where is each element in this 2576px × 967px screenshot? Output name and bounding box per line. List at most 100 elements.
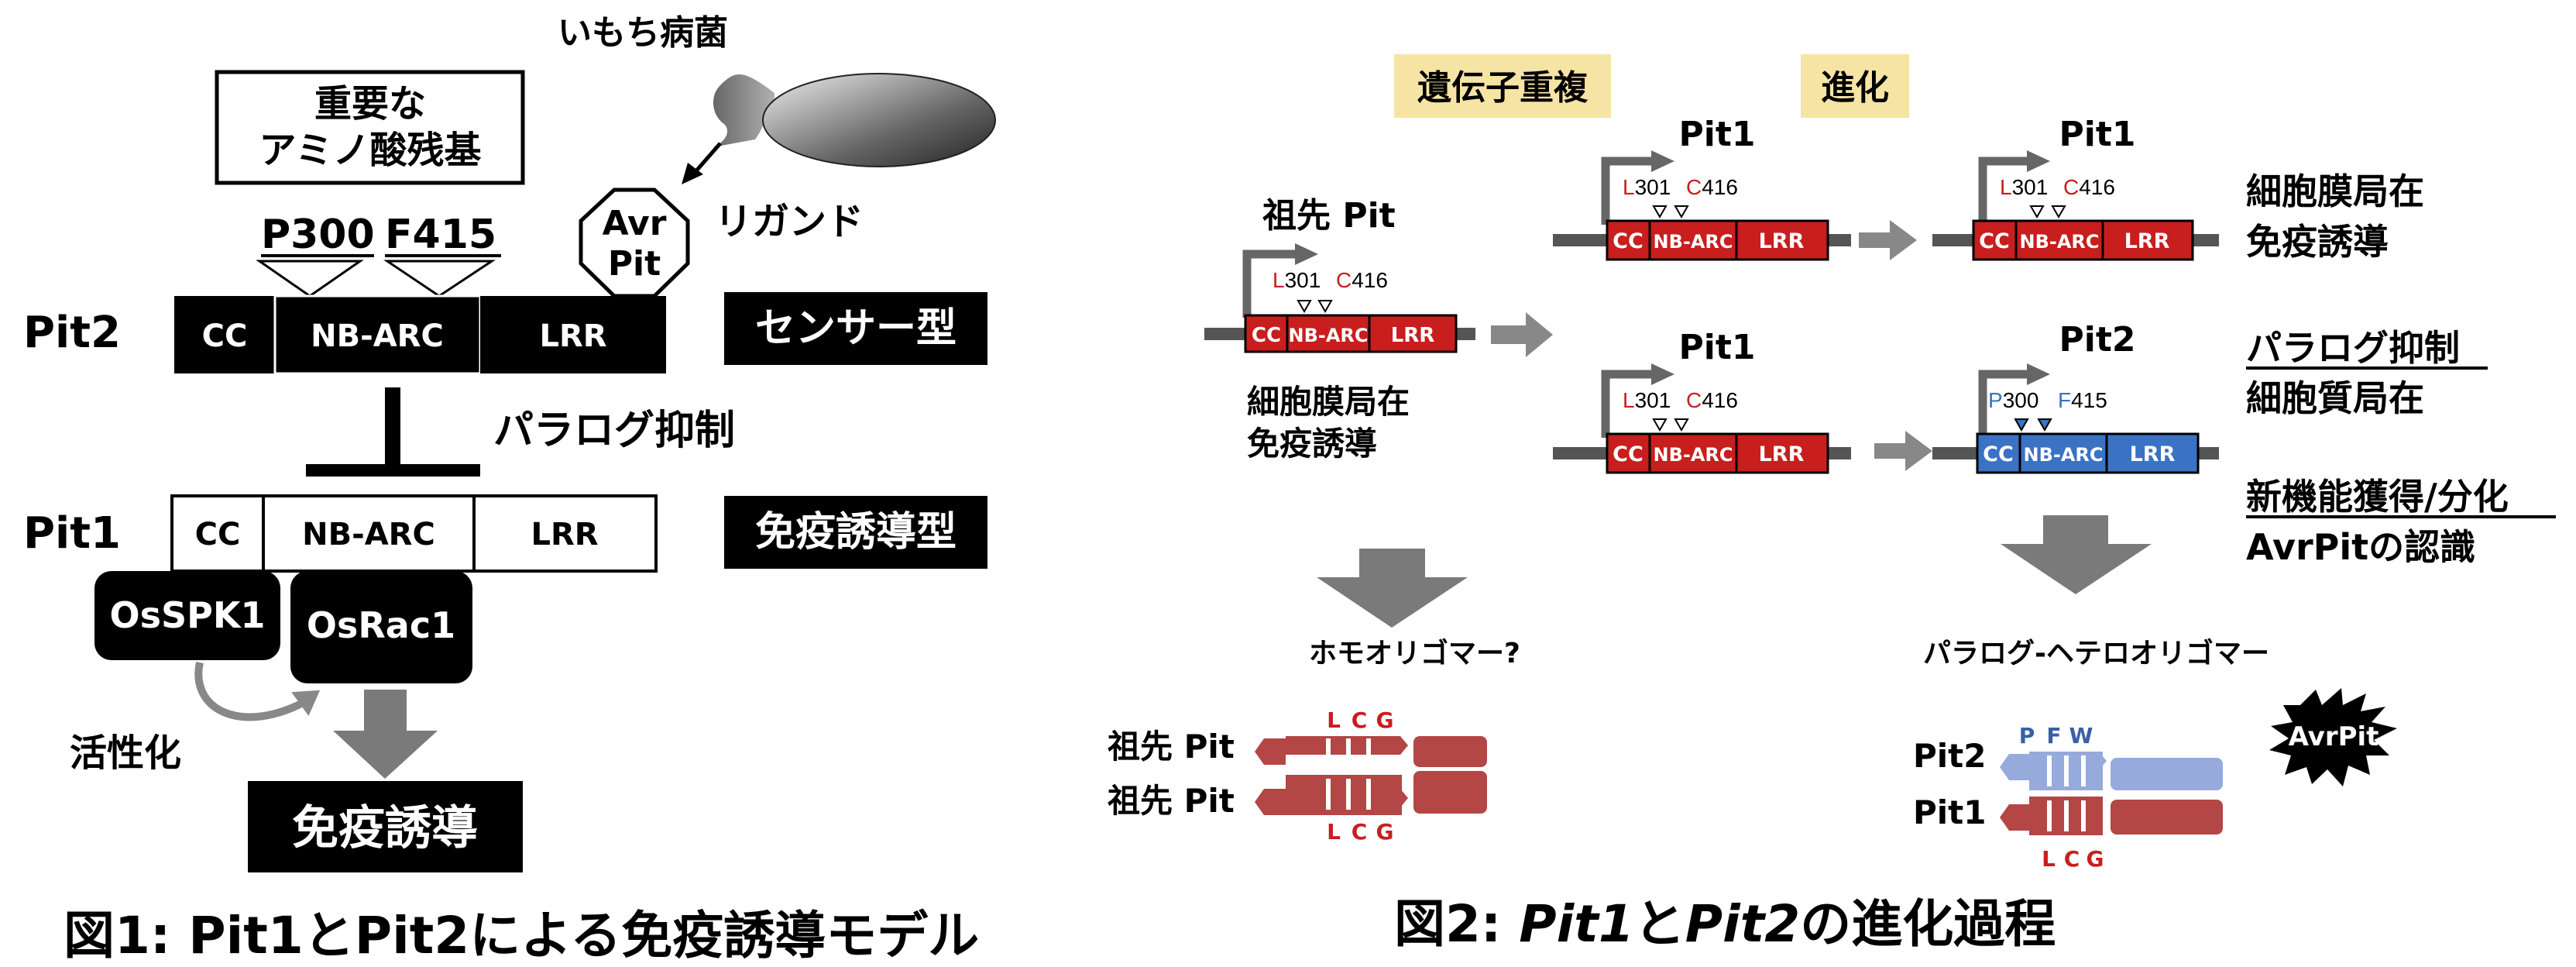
evolution-arrow-bottom-icon	[1874, 431, 1932, 471]
ancestor-residue-l: L301	[1273, 268, 1321, 292]
evo-bottom-lrr-label: LRR	[2130, 442, 2176, 466]
homo-subunit-2	[1255, 771, 1487, 815]
pathogen-arrow	[692, 142, 722, 176]
right-note3-line2: AvrPitの認識	[2246, 526, 2475, 568]
homo-1-stripe-1	[1326, 738, 1331, 765]
evo-top-marker-1-icon	[2029, 205, 2045, 219]
immune-type-label: 免疫誘導型	[755, 509, 957, 556]
ancestor-gene: L301 C416 CC NB-ARC LRR	[1204, 243, 1475, 353]
dup-top-gene: L301 C416 CC NB-ARC LRR	[1553, 150, 1851, 261]
dup-bottom-promoter-arrowhead-icon	[1651, 363, 1674, 385]
figure-2: 遺伝子重複 進化 祖先 Pit L301 C416 CC NB-ARC LRR …	[1108, 54, 2556, 954]
hetero-row2-label: Pit1	[1913, 793, 1986, 831]
stage-evolution-label: 進化	[1821, 68, 1889, 108]
evo-top-nbarc-label: NB-ARC	[2019, 231, 2099, 253]
stage-evolution-box	[1801, 54, 1909, 118]
hetero-pit2-cc	[2000, 754, 2029, 780]
evo-bottom-residue-p: P300	[1988, 388, 2038, 412]
ancestor-marker-1-icon	[1297, 300, 1312, 314]
homo-1-stripe-3	[1366, 738, 1371, 765]
pit1-label: Pit1	[23, 508, 121, 559]
homo-letter-g-bottom: G	[1376, 819, 1394, 845]
hetero-pit1-cc	[2000, 804, 2029, 831]
hetero-subunit-pit1	[2000, 797, 2223, 835]
osspk1-label: OsSPK1	[110, 594, 266, 636]
evo-top-promoter-arrow	[1978, 157, 2033, 225]
pit1-cc-label: CC	[195, 517, 241, 552]
duplication-arrow-icon	[1491, 312, 1553, 357]
evo-bottom-promoter-arrowhead-icon	[2027, 363, 2050, 385]
homo-row1-label: 祖先 Pit	[1108, 728, 1235, 766]
immune-induction-box	[248, 781, 523, 872]
evo-bottom-nbarc-label: NB-ARC	[2023, 444, 2103, 466]
pit1-bar	[170, 494, 658, 573]
activation-label: 活性化	[70, 731, 181, 775]
right-note1-line1: 細胞膜局在	[2246, 170, 2424, 212]
ancestor-lrr-label: LRR	[1391, 324, 1435, 347]
evo-top-pit1-label: Pit1	[2059, 115, 2136, 154]
dup-top-protein	[1606, 219, 1829, 261]
ligand-label: リガンド	[715, 200, 864, 243]
dup-top-nbarc-label: NB-ARC	[1653, 231, 1733, 253]
hetero-pit1-stripe-3	[2081, 800, 2086, 831]
pit2-cc-label: CC	[202, 318, 248, 354]
fig1-caption: 図1: Pit1とPit2による免疫誘導モデル	[64, 906, 979, 965]
evo-bottom-residue-f: F415	[2058, 388, 2107, 412]
dup-top-residue-l: L301	[1623, 175, 1671, 199]
dup-top-lrr-label: LRR	[1759, 229, 1805, 253]
evolution-arrow-top-icon	[1859, 220, 1917, 260]
evo-top-protein	[1972, 219, 2194, 261]
ancestor-note-line2: 免疫誘導	[1247, 425, 1377, 463]
hetero-letter-p: P	[2019, 723, 2035, 748]
important-residues-box	[215, 70, 525, 185]
homo-1-lrr	[1413, 736, 1487, 767]
right-note3-line1: 新機能獲得/分化	[2246, 476, 2509, 518]
evo-top-residue-l: L301	[2000, 175, 2048, 199]
hetero-letter-c: C	[2064, 846, 2080, 872]
homo-2-body	[1286, 775, 1402, 815]
ancestor-promoter-arrowhead-icon	[1295, 243, 1318, 265]
dup-bottom-promoter-arrow	[1601, 370, 1657, 438]
pit1-lrr-label: LRR	[531, 517, 598, 552]
osrac1-box	[290, 571, 472, 683]
fig2-caption: 図2: Pit1とPit2の進化過程	[1394, 894, 2056, 954]
activation-arrowhead-icon	[291, 690, 321, 716]
avrpit-line2: Pit	[608, 244, 661, 284]
sensor-type-box	[724, 292, 987, 365]
ancestor-nbarc-label: NB-ARC	[1288, 325, 1368, 346]
ancestor-promoter-arrow	[1242, 249, 1301, 318]
homo-down-arrow-icon	[1317, 549, 1468, 628]
dup-bottom-pit1-label: Pit1	[1679, 328, 1756, 367]
dup-top-cc-label: CC	[1613, 229, 1643, 253]
hetero-pit1-stripe-2	[2064, 800, 2069, 831]
sensor-type-label: センサー型	[755, 305, 957, 352]
stage-duplication-box	[1394, 54, 1611, 118]
ancestor-protein	[1244, 314, 1458, 353]
evo-bottom-promoter-arrow	[1978, 370, 2033, 438]
dup-bottom-cc-label: CC	[1613, 442, 1643, 466]
immune-type-box	[724, 496, 987, 569]
hetero-pit1-stripe-1	[2047, 800, 2052, 831]
osrac1-label: OsRac1	[307, 604, 455, 646]
pit2-lrr-label: LRR	[539, 318, 606, 354]
pit2-cc-domain	[174, 296, 275, 373]
homo-letter-c-bottom: C	[1352, 819, 1368, 845]
ancestor-cc-label: CC	[1252, 324, 1281, 347]
hetero-pit2-stripe-2	[2064, 755, 2069, 786]
avrpit-burst-icon	[2269, 688, 2397, 786]
dup-bottom-gene: L301 C416 CC NB-ARC LRR	[1553, 363, 1851, 474]
hetero-pit2-lrr	[2111, 758, 2223, 790]
immune-induction-label: 免疫誘導	[292, 801, 478, 855]
figure-1: いもち病菌 重要な アミノ酸残基 P300 F415 Avr Pit リガンド …	[23, 13, 996, 965]
fungus-icon	[762, 73, 996, 167]
dup-top-marker-2-icon	[1674, 205, 1689, 219]
hetero-letter-g: G	[2087, 846, 2104, 872]
immune-down-arrow-icon	[333, 690, 438, 779]
hetero-pit1-lrr	[2111, 800, 2223, 835]
residue-p300-pointer-icon	[256, 260, 364, 298]
avrpit-burst-label: AvrPit	[2289, 721, 2379, 752]
stage-duplication-label: 遺伝子重複	[1417, 68, 1589, 108]
homo-2-lrr	[1413, 771, 1487, 814]
homo-letter-g-top: G	[1376, 707, 1394, 733]
